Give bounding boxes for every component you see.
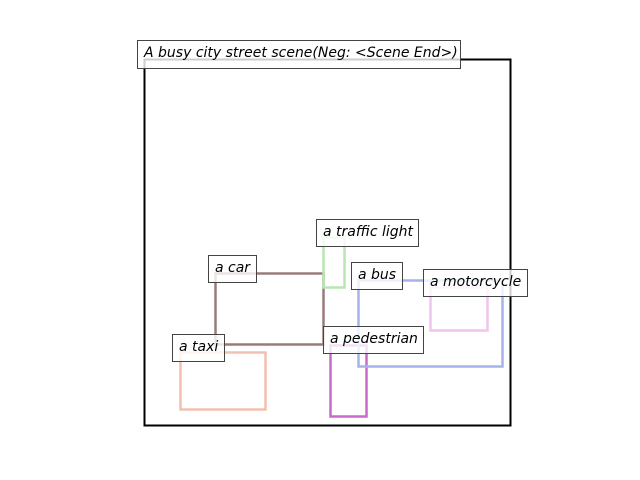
- box-label-bus: a bus: [351, 262, 403, 290]
- box-label-pedestrian: a pedestrian: [323, 326, 424, 354]
- scene-title: A busy city street scene(Neg: <Scene End…: [137, 40, 461, 69]
- box-label-traffic-light: a traffic light: [316, 219, 419, 247]
- pedestrian-box: [329, 344, 368, 418]
- box-label-car: a car: [208, 255, 257, 283]
- box-label-taxi: a taxi: [172, 334, 225, 362]
- box-label-motorcycle: a motorcycle: [423, 269, 528, 297]
- car-box: [214, 272, 325, 346]
